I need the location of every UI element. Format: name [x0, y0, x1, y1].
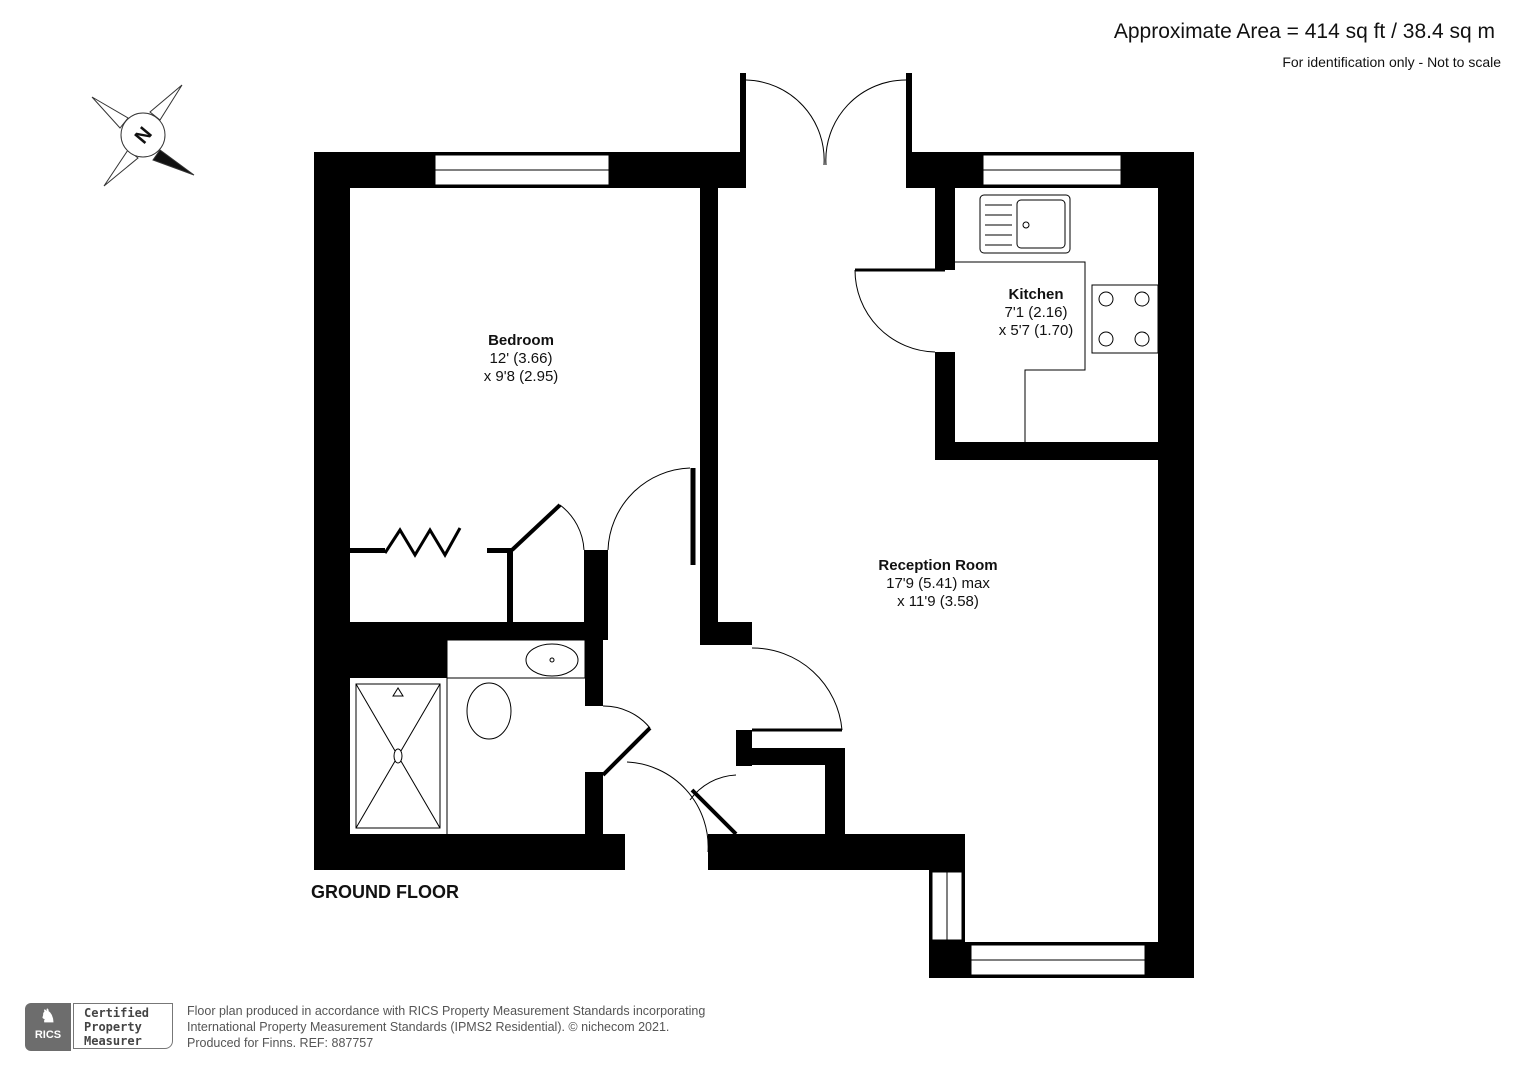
doors	[383, 79, 945, 853]
badge-line: Measurer	[84, 1034, 142, 1048]
compass-icon: N	[91, 84, 195, 187]
lion-icon: ♞	[39, 1006, 57, 1026]
room-dimension: x 11'9 (3.58)	[897, 593, 979, 610]
room-dimension: 7'1 (2.16)	[1004, 304, 1068, 321]
room-dimension: 17'9 (5.41) max	[886, 575, 990, 592]
rics-logo-text: RICS	[34, 1029, 62, 1041]
footer-line: Floor plan produced in accordance with R…	[187, 1004, 706, 1018]
footer-line: Produced for Finns. REF: 887757	[187, 1036, 374, 1050]
badge-line: Certified	[84, 1006, 150, 1020]
room-name: Bedroom	[488, 332, 554, 349]
room-kitchen: Kitchen 7'1 (2.16) x 5'7 (1.70)	[999, 286, 1074, 340]
walls	[314, 73, 1194, 978]
footer-line: International Property Measurement Stand…	[187, 1020, 670, 1034]
room-name: Reception Room	[878, 557, 998, 574]
footer-text: Floor plan produced in accordance with R…	[187, 1003, 705, 1051]
room-name: Kitchen	[1008, 286, 1064, 303]
room-dimension: 12' (3.66)	[489, 350, 553, 367]
room-dimension: x 9'8 (2.95)	[483, 368, 559, 385]
room-bedroom: Bedroom 12' (3.66) x 9'8 (2.95)	[484, 332, 559, 386]
certified-badge: Certified Property Measurer	[73, 1003, 173, 1049]
floor-label: GROUND FLOOR	[311, 882, 459, 902]
rics-logo: ♞ RICS	[25, 1003, 71, 1051]
scale-note: For identification only - Not to scale	[1282, 54, 1501, 70]
approximate-area: Approximate Area = 414 sq ft / 38.4 sq m	[1113, 20, 1495, 43]
room-dimension: x 5'7 (1.70)	[998, 322, 1074, 339]
badge-line: Property	[84, 1020, 142, 1034]
windows	[434, 154, 1146, 976]
room-reception: Reception Room 17'9 (5.41) max x 11'9 (3…	[878, 557, 997, 611]
fixtures	[355, 194, 1159, 834]
